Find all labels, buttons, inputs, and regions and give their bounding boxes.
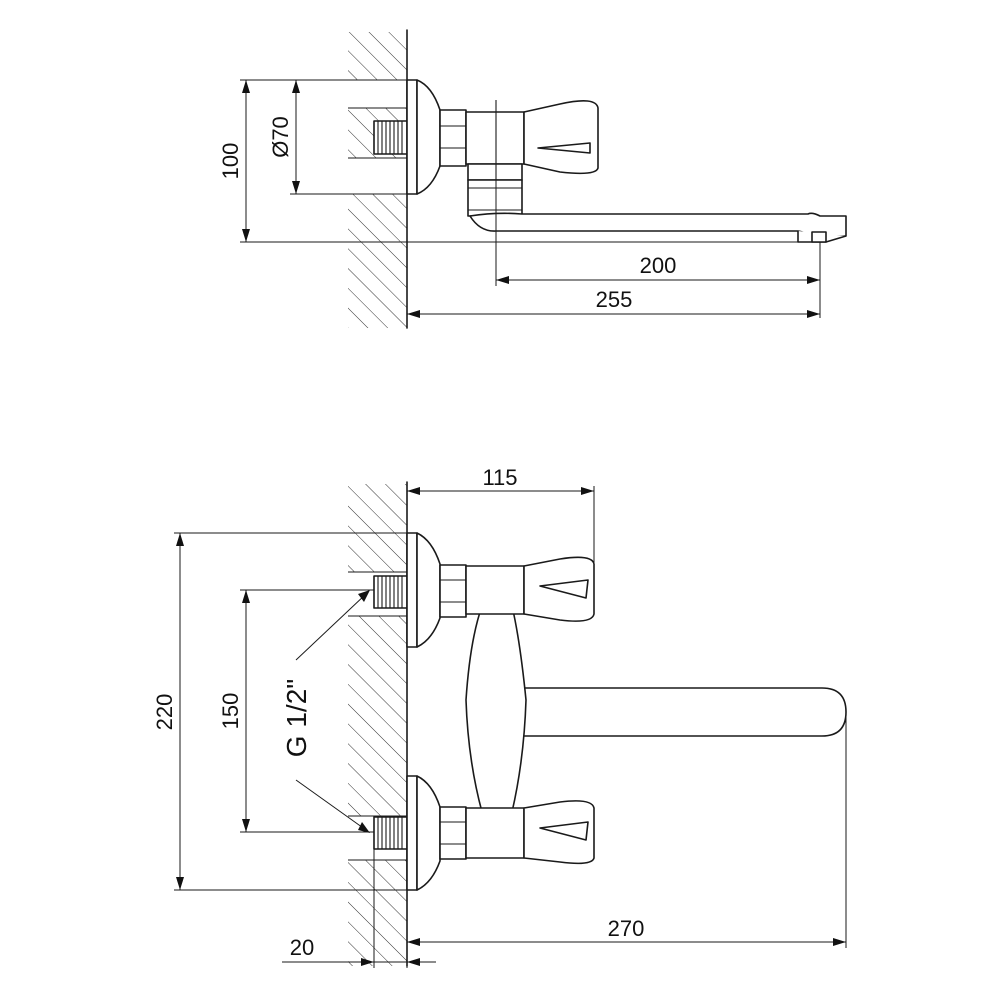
escutcheon-upper	[406, 532, 467, 648]
wall-hatch-top	[348, 29, 408, 329]
dim-height-top: 100	[218, 79, 807, 243]
dim-label-20: 20	[290, 935, 314, 960]
dim-label-100: 100	[218, 143, 243, 180]
spout-front	[519, 687, 847, 737]
dim-thread-length-front: 20	[282, 849, 436, 968]
dim-label-150: 150	[218, 693, 243, 730]
valve-upper	[465, 556, 595, 622]
dim-spout-length-front: 270	[407, 712, 847, 948]
dim-spout-reach-top: 200	[495, 180, 821, 318]
thread-nipple-top	[373, 120, 408, 155]
dim-label-200: 200	[640, 253, 677, 278]
thread-callout: G 1/2"	[281, 590, 370, 833]
top-view: 100 Ø70 200 255	[218, 29, 847, 329]
valve-lower	[465, 800, 595, 865]
thread-callout-label: G 1/2"	[281, 679, 312, 757]
spout-top	[469, 212, 847, 243]
valve-body-top	[465, 100, 599, 217]
escutcheon-top	[406, 79, 467, 195]
dim-label-270: 270	[608, 916, 645, 941]
dim-handle-depth-front: 115	[406, 465, 595, 566]
escutcheon-lower	[406, 775, 467, 891]
dim-total-depth-top: 255	[407, 287, 820, 318]
wall-hatch-front	[348, 481, 408, 967]
dim-label-255: 255	[596, 287, 633, 312]
dim-label-220: 220	[152, 694, 177, 731]
dim-total-height-front: 220	[152, 532, 407, 891]
dim-label-d70: Ø70	[268, 116, 293, 158]
thread-nipple-lower	[373, 816, 408, 850]
dim-diameter-top: Ø70	[268, 79, 348, 195]
front-view: 115 220 150 G 1/2"	[152, 465, 847, 968]
dim-center-distance-front: 150	[218, 589, 374, 833]
dim-label-115: 115	[482, 465, 517, 490]
mixer-body-front	[465, 601, 527, 818]
thread-nipple-upper	[373, 575, 408, 609]
